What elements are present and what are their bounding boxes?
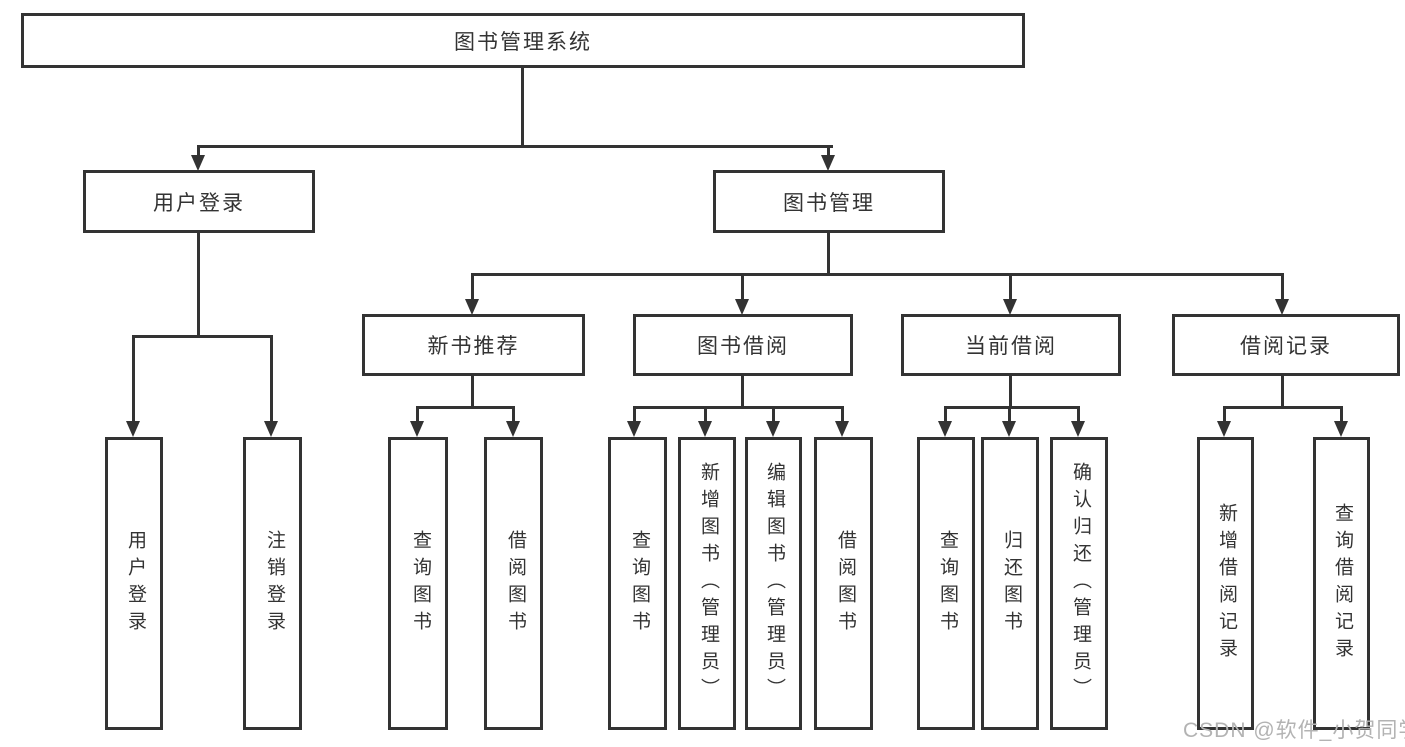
- node-library-system: 图书管理系统: [21, 13, 1025, 68]
- connector-line: [1009, 273, 1012, 301]
- leaf-query-books-borrow: 查询图书: [608, 437, 667, 730]
- connector-line: [633, 406, 636, 423]
- connector-line: [1077, 406, 1080, 423]
- leaf-query-books-recommend: 查询图书: [388, 437, 448, 730]
- leaf-borrow-books: 借阅图书: [814, 437, 873, 730]
- connector-line: [1340, 406, 1343, 423]
- node-book-management: 图书管理: [713, 170, 945, 233]
- connector-line: [1223, 406, 1226, 423]
- connector-line: [704, 406, 707, 423]
- node-borrow-records: 借阅记录: [1172, 314, 1400, 376]
- connector-line: [512, 406, 515, 423]
- arrow-down-icon: [627, 421, 641, 437]
- leaf-add-borrow-record: 新增借阅记录: [1197, 437, 1254, 730]
- connector-line: [841, 406, 844, 423]
- arrow-down-icon: [698, 421, 712, 437]
- connector-line: [132, 335, 135, 423]
- node-current-borrow: 当前借阅: [901, 314, 1121, 376]
- arrow-down-icon: [1334, 421, 1348, 437]
- leaf-query-books-current: 查询图书: [917, 437, 975, 730]
- arrow-down-icon: [506, 421, 520, 437]
- connector-line: [471, 273, 1284, 276]
- leaf-confirm-return-admin: 确认归还（管理员）: [1050, 437, 1108, 730]
- arrow-down-icon: [1002, 421, 1016, 437]
- leaf-query-borrow-record: 查询借阅记录: [1313, 437, 1370, 730]
- arrow-down-icon: [821, 155, 835, 171]
- connector-line: [471, 273, 474, 301]
- connector-line: [944, 406, 1080, 409]
- connector-line: [197, 233, 200, 336]
- arrow-down-icon: [1003, 299, 1017, 315]
- connector-line: [416, 406, 419, 423]
- connector-line: [1281, 376, 1284, 408]
- connector-line: [416, 406, 515, 409]
- arrow-down-icon: [191, 155, 205, 171]
- arrow-down-icon: [126, 421, 140, 437]
- connector-line: [471, 376, 474, 408]
- arrow-down-icon: [835, 421, 849, 437]
- connector-line: [1223, 406, 1343, 409]
- connector-line: [1009, 376, 1012, 408]
- connector-line: [827, 145, 830, 156]
- connector-line: [132, 335, 273, 338]
- connector-line: [1281, 273, 1284, 301]
- connector-line: [772, 406, 775, 423]
- arrow-down-icon: [264, 421, 278, 437]
- connector-line: [197, 145, 833, 148]
- leaf-return-book: 归还图书: [981, 437, 1039, 730]
- connector-line: [944, 406, 947, 423]
- arrow-down-icon: [735, 299, 749, 315]
- arrow-down-icon: [938, 421, 952, 437]
- leaf-borrow-books-recommend: 借阅图书: [484, 437, 543, 730]
- leaf-logout: 注销登录: [243, 437, 302, 730]
- connector-line: [741, 376, 744, 408]
- arrow-down-icon: [1217, 421, 1231, 437]
- arrow-down-icon: [410, 421, 424, 437]
- leaf-add-book-admin: 新增图书（管理员）: [678, 437, 736, 730]
- connector-line: [827, 233, 830, 275]
- arrow-down-icon: [1071, 421, 1085, 437]
- arrow-down-icon: [465, 299, 479, 315]
- connector-line: [633, 406, 844, 409]
- arrow-down-icon: [766, 421, 780, 437]
- connector-line: [741, 273, 744, 301]
- watermark: CSDN @软件_小贺同学: [1183, 719, 1405, 742]
- node-user-login: 用户登录: [83, 170, 315, 233]
- connector-line: [521, 68, 524, 145]
- leaf-edit-book-admin: 编辑图书（管理员）: [745, 437, 802, 730]
- node-new-book-recommend: 新书推荐: [362, 314, 585, 376]
- connector-line: [1008, 406, 1011, 423]
- connector-line: [270, 335, 273, 423]
- arrow-down-icon: [1275, 299, 1289, 315]
- node-book-borrow: 图书借阅: [633, 314, 853, 376]
- connector-line: [197, 145, 200, 156]
- leaf-user-login: 用户登录: [105, 437, 163, 730]
